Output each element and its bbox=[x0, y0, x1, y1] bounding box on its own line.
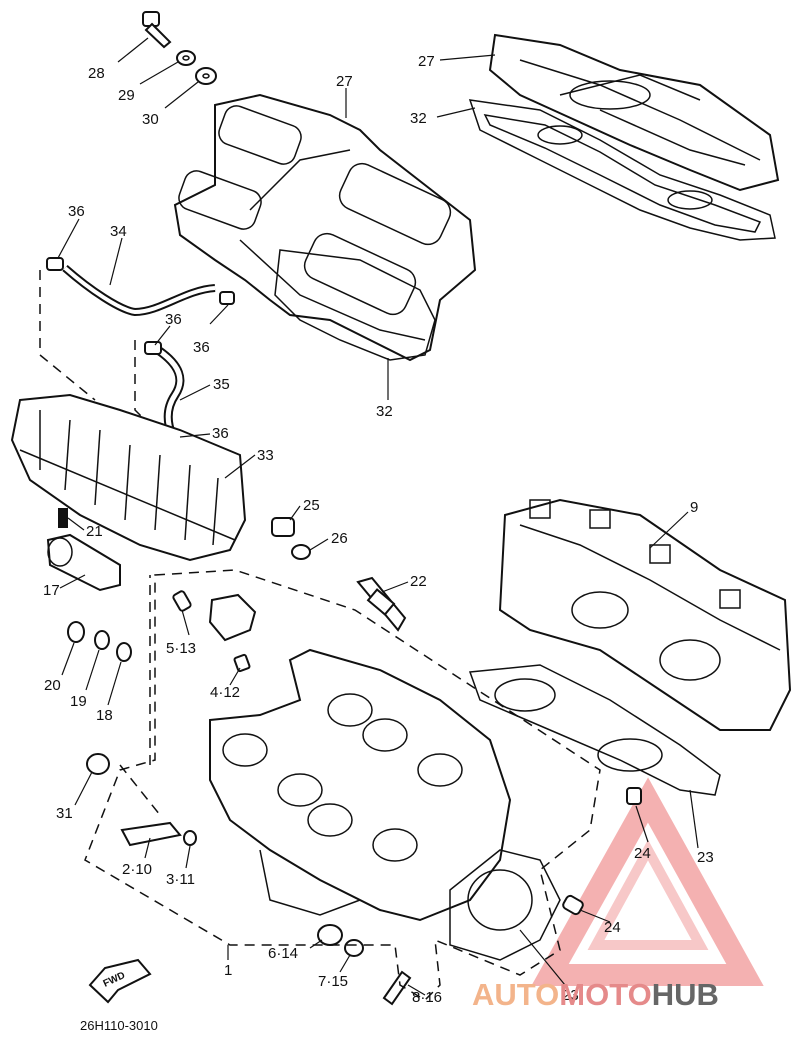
washer-26 bbox=[291, 544, 311, 560]
fitting-25 bbox=[271, 517, 295, 537]
callout-17: 17 bbox=[43, 582, 60, 599]
callout-6-14: 6·14 bbox=[268, 945, 298, 962]
callout-4-12: 4·12 bbox=[210, 684, 240, 701]
ring-3-11 bbox=[183, 830, 197, 846]
leader-lines bbox=[57, 37, 699, 996]
callout-31: 31 bbox=[56, 805, 73, 822]
plug-31 bbox=[86, 753, 110, 775]
callout-25: 25 bbox=[303, 497, 320, 514]
callout-33: 33 bbox=[257, 447, 274, 464]
washer-7-15 bbox=[344, 939, 364, 957]
watermark-logo bbox=[531, 777, 764, 986]
nut-6-14 bbox=[317, 924, 343, 946]
cylinder-head-front bbox=[209, 648, 561, 961]
callout-18: 18 bbox=[96, 707, 113, 724]
callout-29: 29 bbox=[118, 87, 135, 104]
gasket-rear-cover bbox=[468, 99, 776, 241]
bolt-5-13 bbox=[172, 590, 257, 642]
stud-8-16 bbox=[382, 970, 412, 1006]
callout-8-16: 8·16 bbox=[412, 989, 442, 1006]
callout-36-b: 36 bbox=[165, 311, 182, 328]
watermark-text: AUTOMOTOHUB bbox=[472, 977, 719, 1012]
washer-29 bbox=[176, 50, 196, 66]
callout-24-a: 24 bbox=[634, 845, 651, 862]
callout-23-b: 23 bbox=[562, 987, 579, 1004]
spark-plug-22 bbox=[356, 576, 407, 632]
head-gasket-23 bbox=[468, 664, 721, 796]
callout-28: 28 bbox=[88, 65, 105, 82]
callout-21: 21 bbox=[86, 523, 103, 540]
dowel-4-12 bbox=[233, 653, 251, 673]
callout-30: 30 bbox=[142, 111, 159, 128]
callout-34: 34 bbox=[110, 223, 127, 240]
callout-26: 26 bbox=[331, 530, 348, 547]
dowels-24 bbox=[562, 787, 642, 916]
callout-23-a: 23 bbox=[697, 849, 714, 866]
valve-cover-front bbox=[173, 93, 477, 362]
callout-27-rear: 27 bbox=[418, 53, 435, 70]
callout-32-front: 32 bbox=[376, 403, 393, 420]
shaft-2-10 bbox=[120, 821, 182, 847]
callout-19: 19 bbox=[70, 693, 87, 710]
callout-24-b: 24 bbox=[604, 919, 621, 936]
callout-22: 22 bbox=[410, 573, 427, 590]
callout-1: 1 bbox=[224, 962, 232, 979]
watermark-auto: AUTO bbox=[472, 977, 559, 1012]
callout-3-11: 3·11 bbox=[166, 871, 195, 888]
valve-cover-rear bbox=[488, 33, 780, 192]
drawing-code: 26H110-3010 bbox=[80, 1018, 158, 1033]
callout-36-c: 36 bbox=[193, 339, 210, 356]
hose-34 bbox=[62, 264, 216, 317]
callout-36-a: 36 bbox=[68, 203, 85, 220]
callout-20: 20 bbox=[44, 677, 61, 694]
callout-35: 35 bbox=[213, 376, 230, 393]
callout-27-front: 27 bbox=[336, 73, 353, 90]
callout-2-10: 2·10 bbox=[122, 861, 152, 878]
bolt-28 bbox=[142, 11, 172, 49]
watermark-moto: MOTO bbox=[559, 977, 651, 1012]
fwd-arrow-icon: FWD bbox=[88, 958, 152, 1004]
air-box-33 bbox=[10, 393, 247, 562]
fitting-17 bbox=[46, 533, 121, 592]
hose-35 bbox=[155, 346, 185, 437]
callout-36-d: 36 bbox=[212, 425, 229, 442]
watermark-hub: HUB bbox=[652, 977, 719, 1012]
callout-32-rear: 32 bbox=[410, 110, 427, 127]
washer-30 bbox=[195, 67, 217, 85]
callout-9: 9 bbox=[690, 499, 698, 516]
cylinder-head-assembly-9 bbox=[498, 498, 792, 731]
gasket-front-cover bbox=[274, 249, 436, 361]
callout-5-13: 5·13 bbox=[166, 640, 196, 657]
pin-21 bbox=[58, 508, 68, 528]
callout-7-15: 7·15 bbox=[318, 973, 348, 990]
o-rings bbox=[67, 621, 132, 662]
